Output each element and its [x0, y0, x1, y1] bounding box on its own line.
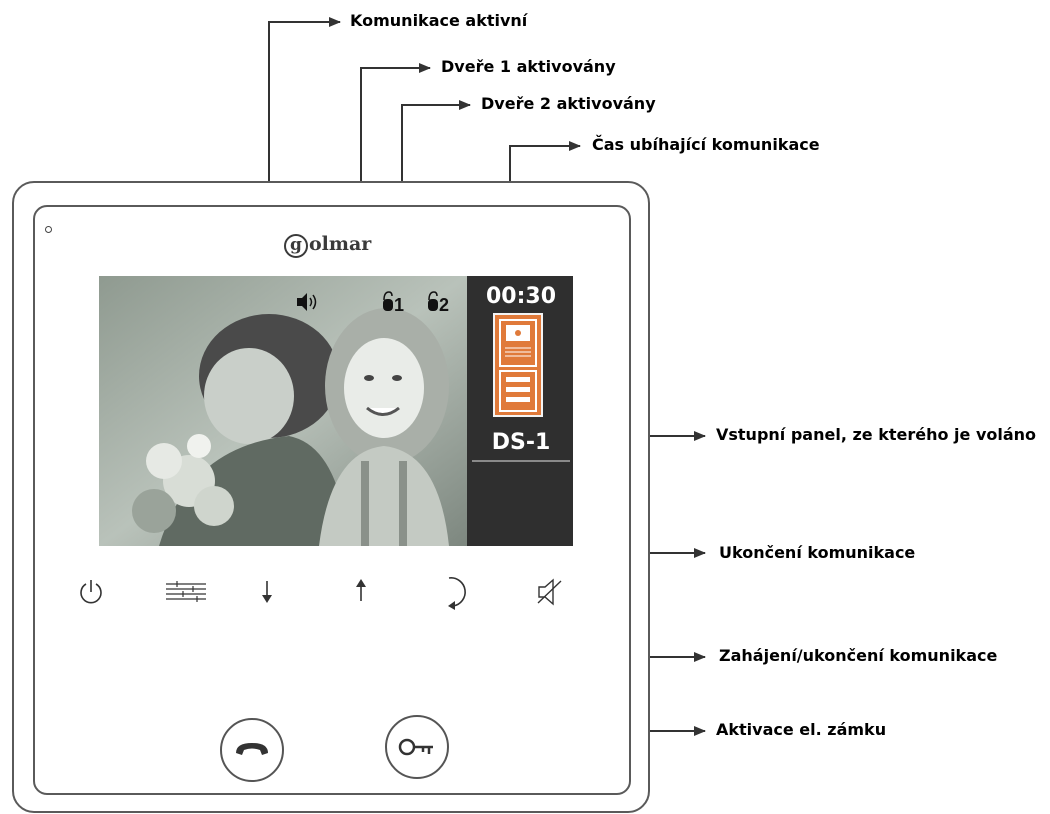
label-start-end-communication: Zahájení/ukončení komunikace — [719, 646, 998, 665]
label-communication-active: Komunikace aktivní — [350, 11, 528, 30]
label-elapsed-time: Čas ubíhající komunikace — [592, 135, 820, 154]
mute-icon[interactable] — [535, 577, 565, 607]
entry-panel-icon — [493, 313, 543, 417]
camera-image — [99, 276, 467, 546]
power-icon[interactable] — [77, 578, 105, 606]
speaker-active-icon — [297, 293, 317, 311]
settings-sliders-icon[interactable] — [165, 580, 207, 604]
label-end-communication: Ukončení komunikace — [719, 543, 916, 562]
arrow-up-icon[interactable] — [353, 577, 369, 603]
arrow-down-icon[interactable] — [259, 579, 275, 605]
label-entry-panel: Vstupní panel, ze kterého je voláno — [716, 425, 1037, 444]
camera-dot — [45, 226, 52, 233]
door2-index: 2 — [439, 295, 450, 315]
display-screen: 1 2 00:30 — [99, 276, 573, 546]
handset-icon — [236, 743, 268, 755]
label-lock-activation: Aktivace el. zámku — [716, 720, 887, 739]
key-icon — [398, 738, 433, 756]
call-button[interactable] — [220, 718, 284, 782]
label-door1-activated: Dveře 1 aktivovány — [441, 57, 616, 76]
label-door2-activated: Dveře 2 aktivovány — [481, 94, 656, 113]
brand-logo-initial: g — [284, 234, 308, 258]
unlock-button[interactable] — [385, 715, 449, 779]
elapsed-timer: 00:30 — [485, 284, 557, 309]
rotate-icon[interactable] — [439, 574, 473, 610]
callout-communication-active — [268, 17, 341, 258]
brand-logo-text: olmar — [309, 233, 372, 255]
entry-panel-id: DS-1 — [491, 430, 551, 455]
door1-index: 1 — [394, 295, 405, 315]
entry-panel-underline — [472, 460, 570, 462]
